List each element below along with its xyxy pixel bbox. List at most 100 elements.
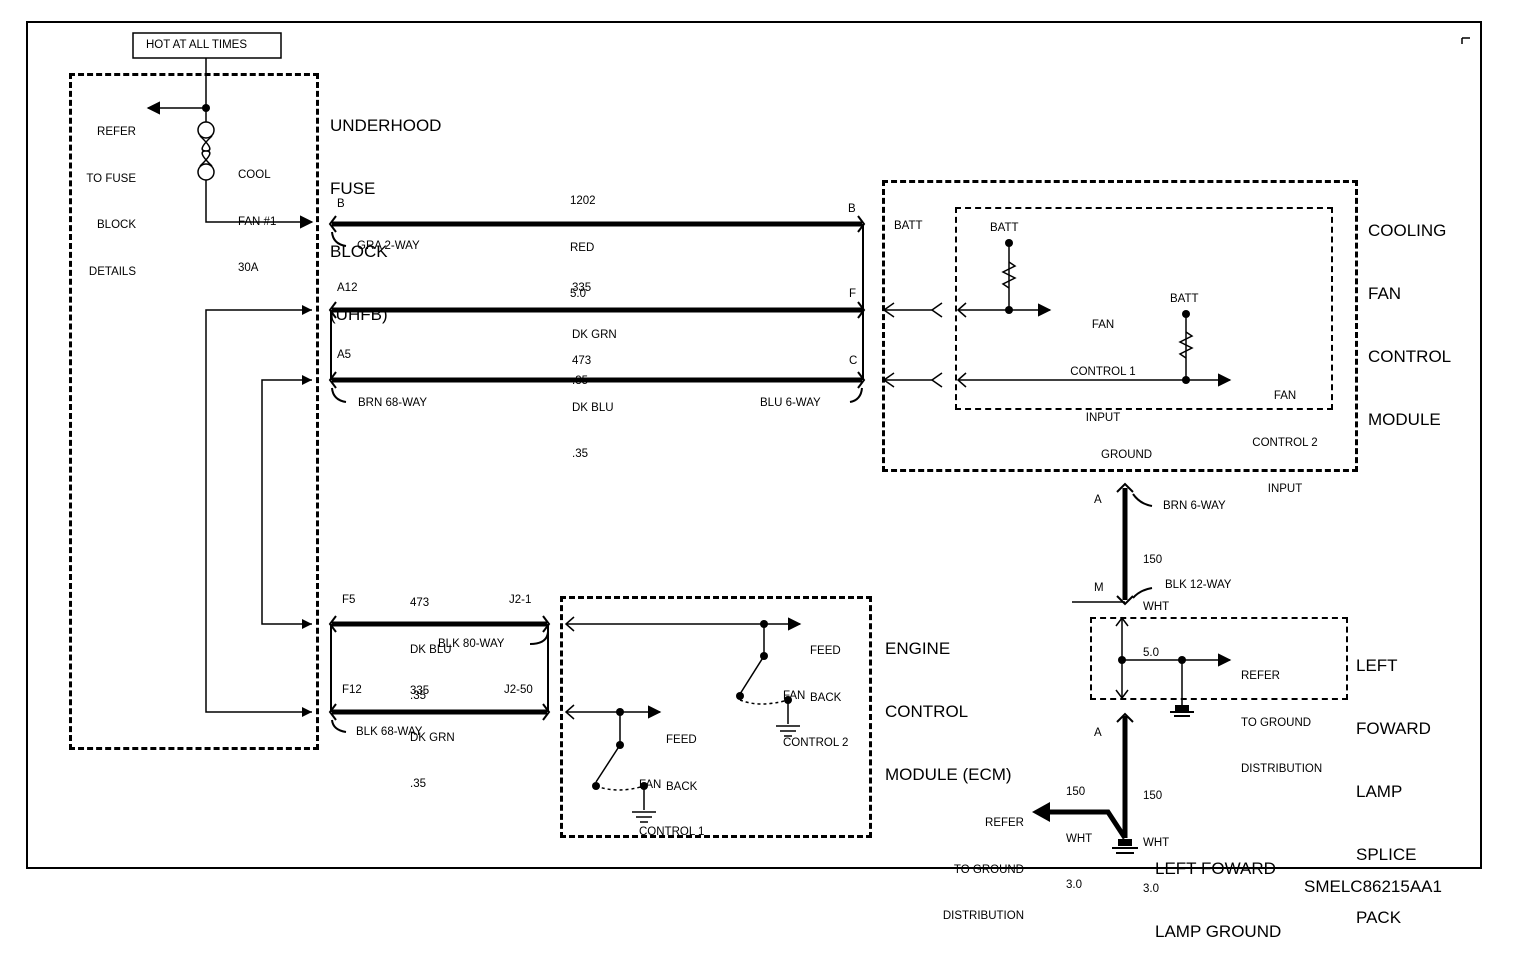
page-frame (26, 21, 1482, 869)
cfcm-batt-2: BATT (1170, 293, 1199, 305)
cfcm-inner-box (955, 207, 1333, 410)
refer-line: REFER (97, 126, 136, 138)
fan-control-1-label: FAN CONTROL 1 (639, 747, 704, 856)
ecm-dots (592, 620, 792, 790)
cfcm-title-line: FAN (1368, 284, 1402, 303)
cfcm-title: COOLING FAN CONTROL MODULE (1368, 178, 1451, 451)
wire-color: DK BLU (572, 401, 614, 414)
uhfb-box (69, 73, 319, 750)
fc-line: FAN (639, 779, 662, 791)
connector-blk-80way: BLK 80-WAY (438, 638, 505, 650)
connector-blk-68way: BLK 68-WAY (356, 726, 423, 738)
wire-gauge: .35 (410, 690, 426, 702)
splice-pack-box (1090, 617, 1348, 700)
wire-gauge: .35 (410, 778, 426, 790)
wire-color: DK GRN (410, 731, 455, 744)
fan-control-1-input-label: FAN CONTROL 1 INPUT (1058, 287, 1148, 442)
ground-symbol-icon (632, 725, 800, 823)
link-arrowheads (302, 217, 312, 717)
connector-gra-2way: GRA 2-WAY (357, 240, 420, 252)
wire-color: WHT (1143, 600, 1170, 613)
splice-refer-label: REFER TO GROUND DISTRIBUTION (1241, 638, 1322, 793)
fuse-line: 30A (238, 262, 259, 274)
refer-line: DISTRIBUTION (1241, 763, 1323, 775)
diagram-id: SMELC86215AA1 (1304, 877, 1442, 896)
wire-150-right-label: 150 WHT 3.0 (1143, 758, 1169, 913)
wire-1202-label: 1202 RED 5.0 (570, 163, 596, 318)
corner-mark (1461, 37, 1470, 44)
fuse-line: COOL (238, 169, 271, 181)
wire-gauge: 3.0 (1066, 879, 1082, 891)
splice-title-line: SPLICE (1356, 845, 1417, 864)
pin-a12: A12 (337, 282, 358, 294)
fuse-label: COOL FAN #1 30A (238, 137, 276, 292)
ecm-title-line: MODULE (ECM) (885, 765, 1012, 784)
cfcm-dots (1005, 239, 1190, 384)
refer-line: DISTRIBUTION (942, 910, 1024, 922)
cfcm-outer-box (882, 180, 1358, 472)
splice-title-line: LEFT (1356, 656, 1398, 675)
wire-150-top-label: 150 WHT 5.0 (1143, 522, 1169, 677)
feedback-1-label: FEED BACK (666, 702, 697, 811)
wire-gauge: 5.0 (1143, 647, 1159, 659)
pin-b-left: B (337, 198, 345, 210)
refer-fuse-block-label: REFER TO FUSE BLOCK DETAILS (78, 94, 136, 296)
pin-j2-1: J2-1 (509, 594, 532, 606)
lamp-ground-line: LAMP GROUND (1155, 922, 1282, 941)
wire-color: WHT (1143, 836, 1170, 849)
input-line: INPUT (1267, 483, 1303, 495)
wire-circuit: 473 (410, 597, 430, 609)
hot-at-all-times-box (132, 32, 282, 59)
cfcm-ground-label: GROUND (1101, 449, 1153, 461)
wire-gauge: 3.0 (1143, 883, 1159, 895)
wire-circuit: 1202 (570, 195, 596, 207)
splice-pack-title: LEFT FOWARD LAMP SPLICE PACK (1356, 613, 1431, 949)
wire-color: DK BLU (410, 643, 452, 656)
ecm-title-line: ENGINE (885, 639, 951, 658)
wiring-diagram-graphics (26, 21, 1482, 869)
wire-circuit: 473 (572, 355, 592, 367)
wire-335-label: 335 DK GRN .35 (572, 250, 617, 405)
uhfb-title-line: FUSE (330, 179, 376, 198)
wire-gauge: 5.0 (570, 288, 586, 300)
input-line: FAN (1091, 319, 1115, 331)
uhfb-title-line: (UHFB) (330, 305, 388, 324)
refer-line: REFER (1241, 670, 1280, 682)
fc-line: CONTROL 2 (783, 736, 849, 749)
harness-wires (332, 221, 862, 715)
refer-line: TO GROUND (953, 863, 1024, 876)
connector-brn-68way: BRN 68-WAY (358, 397, 428, 409)
ecm-box (560, 596, 872, 838)
uhfb-title-line: BLOCK (330, 242, 388, 261)
pin-f5: F5 (342, 594, 356, 606)
wire-gauge: .35 (572, 448, 588, 460)
lamp-ground-line: LEFT FOWARD (1155, 859, 1276, 878)
splice-title-line: PACK (1356, 908, 1402, 927)
refer-line: DETAILS (88, 265, 136, 278)
fuse-symbol-icon (197, 121, 215, 181)
feedback-line: FEED (666, 734, 697, 746)
wire-150-left-label: 150 WHT 3.0 (1066, 754, 1092, 909)
wire-circuit: 150 (1143, 790, 1163, 802)
cfcm-batt-outer: BATT (894, 220, 923, 232)
refer-line: TO GROUND (1241, 716, 1312, 729)
cfcm-batt-1: BATT (990, 222, 1019, 234)
pin-c-right: C (849, 355, 858, 367)
lamp-ground-title: LEFT FOWARD LAMP GROUND (1155, 816, 1281, 963)
refer-ground-label: REFER TO GROUND DISTRIBUTION (918, 785, 1024, 940)
link-a5-to-f5 (261, 379, 312, 625)
fc-line: CONTROL 1 (639, 825, 705, 838)
link-a12-to-f12 (205, 309, 312, 713)
cfcm-title-line: MODULE (1368, 410, 1441, 429)
wire-473-ecm-label: 473 DK BLU .35 (410, 565, 452, 720)
wire-color: WHT (1066, 832, 1093, 845)
splice-title-line: FOWARD (1356, 719, 1431, 738)
refer-line: BLOCK (97, 219, 136, 231)
uhfb-title-line: UNDERHOOD (330, 116, 442, 135)
wire-circuit: 150 (1143, 554, 1163, 566)
pin-a-top: A (1094, 494, 1102, 506)
pin-a5: A5 (337, 349, 352, 361)
fan-control-2-input-label: FAN CONTROL 2 INPUT (1240, 358, 1330, 513)
uhfb-title: UNDERHOOD FUSE BLOCK (UHFB) (330, 73, 441, 346)
fuse-output-wire (205, 180, 314, 229)
